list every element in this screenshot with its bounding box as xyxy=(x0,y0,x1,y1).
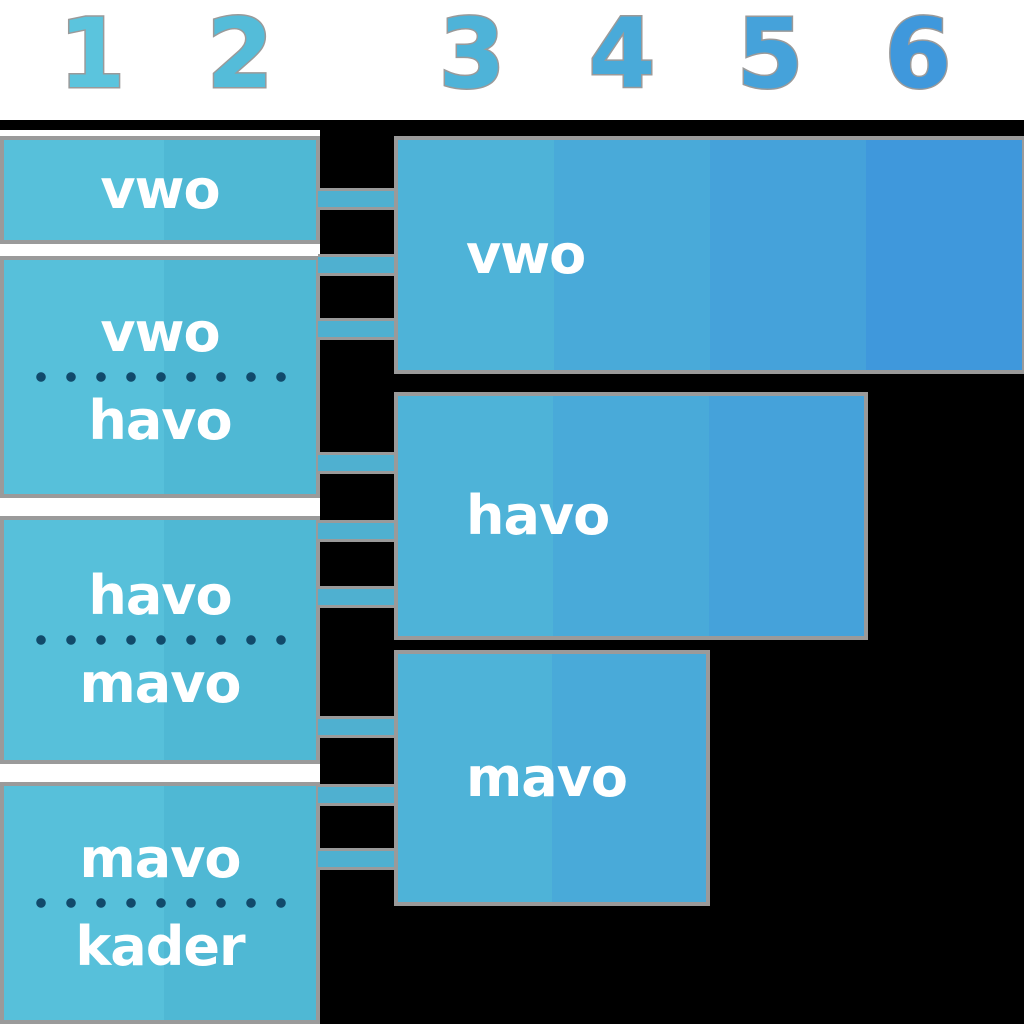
left-block-label: mavo xyxy=(79,652,241,715)
connector-stub-9 xyxy=(318,848,396,870)
connector-stub-8 xyxy=(318,784,396,806)
column-number-4: 4 xyxy=(587,0,657,112)
bar-segment-year-3 xyxy=(398,654,552,902)
dotted-divider xyxy=(26,896,294,910)
left-block-content: vwo xyxy=(4,140,316,240)
left-block-label: kader xyxy=(75,915,245,978)
connector-stub-1 xyxy=(318,188,396,210)
connector-stub-7 xyxy=(318,716,396,738)
left-block-4[interactable]: mavo kader xyxy=(0,782,320,1024)
bar-segment-year-3 xyxy=(398,140,554,370)
bar-label-mavo: mavo xyxy=(466,746,628,809)
bar-segment-year-6 xyxy=(866,140,1022,370)
bar-label-havo: havo xyxy=(466,484,610,547)
left-block-content: vwo havo xyxy=(4,260,316,494)
bar-segment-year-3 xyxy=(398,396,554,636)
left-block-2[interactable]: vwo havo xyxy=(0,256,320,498)
left-block-label: vwo xyxy=(100,301,220,364)
connector-stub-3 xyxy=(318,318,396,340)
bar-havo[interactable]: havo xyxy=(394,392,868,640)
column-number-5: 5 xyxy=(735,0,805,112)
bar-segment-year-4 xyxy=(552,654,706,902)
left-block-label: vwo xyxy=(100,158,220,221)
left-block-label: mavo xyxy=(79,827,241,890)
connector-stub-5 xyxy=(318,520,396,542)
connector-stub-2 xyxy=(318,254,396,276)
left-block-1[interactable]: vwo xyxy=(0,136,320,244)
bar-mavo[interactable]: mavo xyxy=(394,650,710,906)
bar-segment-year-4 xyxy=(554,140,710,370)
connector-stub-4 xyxy=(318,452,396,474)
connector-stub-6 xyxy=(318,586,396,608)
bar-segment-year-5 xyxy=(708,396,864,636)
left-block-3[interactable]: havo mavo xyxy=(0,516,320,764)
left-stack-panel: vwo vwo havo havo mavo mavo kader xyxy=(0,130,320,1024)
column-number-1: 1 xyxy=(57,0,127,112)
dotted-divider xyxy=(26,633,294,647)
dotted-divider xyxy=(26,370,294,384)
bar-segment-year-4 xyxy=(553,396,709,636)
left-block-content: mavo kader xyxy=(4,786,316,1020)
left-block-label: havo xyxy=(88,389,232,452)
bar-label-vwo: vwo xyxy=(466,223,586,286)
block-shade-overlay xyxy=(164,140,316,240)
bar-segment-year-5 xyxy=(710,140,866,370)
left-block-label: havo xyxy=(88,564,232,627)
bar-vwo[interactable]: vwo xyxy=(394,136,1024,374)
column-number-2: 2 xyxy=(205,0,275,112)
left-block-content: havo mavo xyxy=(4,520,316,760)
column-number-3: 3 xyxy=(437,0,507,112)
column-number-6: 6 xyxy=(883,0,953,112)
